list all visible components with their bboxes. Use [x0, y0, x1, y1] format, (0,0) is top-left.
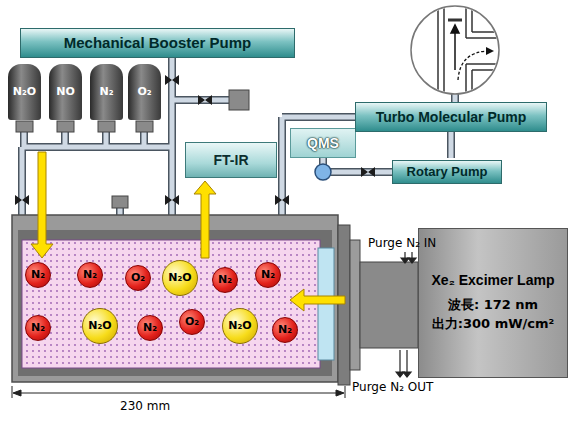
node-label: N₂: [31, 269, 45, 282]
lamp-box: Xe₂ Excimer Lamp 波長: 172 nm 出力:300 mW/cm²: [418, 228, 568, 378]
node-label: FT-IR: [214, 152, 249, 168]
molecule-circle: N₂: [77, 262, 103, 288]
reaction-space: [22, 240, 320, 368]
n2o-molecule: N₂O: [82, 308, 118, 344]
molecule-circle: N₂: [212, 267, 238, 293]
chamber-body: [12, 215, 338, 382]
node-label: 出力:300 mW/cm²: [432, 317, 554, 332]
annotation-label: Purge N₂ IN: [368, 236, 436, 250]
node-label: Rotary Pump: [407, 165, 488, 180]
molecule-circle: N₂: [255, 262, 281, 288]
flange: [350, 240, 360, 370]
instrument-box: FT-IR: [185, 142, 277, 178]
pipe-outline: [22, 58, 455, 215]
pipe: [22, 58, 455, 215]
gas-cylinder: O₂: [128, 64, 161, 120]
molecule-circle: O₂: [179, 309, 205, 335]
node-label: QMS: [307, 135, 339, 151]
annotation-label: 230 mm: [120, 399, 170, 413]
node-label: N₂O: [13, 86, 36, 99]
molecule-circle: N₂: [137, 315, 163, 341]
dimension-line: [12, 386, 345, 398]
node-label: 波長: 172 nm: [448, 298, 538, 313]
molecule-circle: N₂: [272, 317, 298, 343]
node-label: N₂O: [168, 272, 191, 285]
node-label: O₂: [131, 272, 145, 285]
node-label: N₂: [31, 322, 45, 335]
node-label: N₂O: [88, 320, 111, 333]
three-way-valve: [315, 164, 331, 180]
n2o-molecule: N₂O: [222, 308, 258, 344]
node-label: N₂: [261, 269, 275, 282]
node-label: O₂: [137, 86, 151, 99]
n2o-molecule: N₂O: [162, 260, 198, 296]
instrument-box: QMS: [290, 128, 356, 158]
purge-flow-arrow: [396, 252, 416, 377]
node-label: N₂: [99, 86, 113, 99]
node-label: N₂: [218, 274, 232, 287]
molecule-circle: N₂: [25, 315, 51, 341]
node-label: Turbo Molecular Pump: [376, 109, 527, 125]
chamber-wall: [18, 230, 332, 376]
node-label: O₂: [185, 316, 199, 329]
gas-cylinder: N₂O: [8, 64, 41, 120]
pipe-outline: [323, 158, 392, 172]
node-label: Xe₂ Excimer Lamp: [432, 272, 555, 288]
node-label: N₂: [278, 324, 292, 337]
node-label: Mechanical Booster Pump: [64, 34, 252, 51]
valve-detail-inset: [411, 0, 500, 100]
flange: [338, 225, 350, 385]
gas-cylinder: NO: [49, 64, 82, 120]
valve-symbol: [15, 75, 375, 205]
lamp-housing-tube: [360, 262, 418, 348]
pump-box: Mechanical Booster Pump: [20, 28, 295, 58]
node-label: N₂O: [228, 320, 251, 333]
annotation-label: Purge N₂ OUT: [352, 380, 433, 394]
node-label: N₂: [83, 269, 97, 282]
node-label: NO: [56, 86, 75, 99]
molecule-circle: N₂: [25, 262, 51, 288]
gas-cylinder: N₂: [90, 64, 123, 120]
molecule-circle: O₂: [125, 265, 151, 291]
node-label: N₂: [143, 322, 157, 335]
pump-box: Turbo Molecular Pump: [355, 102, 547, 132]
pump-box: Rotary Pump: [392, 160, 502, 184]
pipe-connector: [323, 158, 392, 172]
